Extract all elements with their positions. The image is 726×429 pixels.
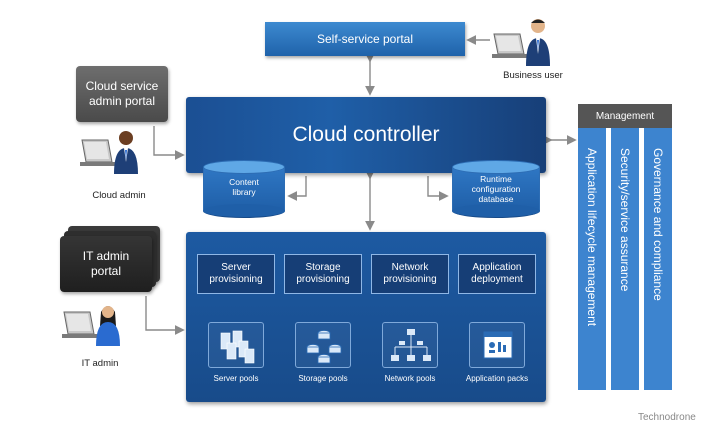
it-admin-portal-line1: IT admin [82,249,130,263]
management-header[interactable]: Management [578,104,672,128]
server-pool-icon [208,322,264,368]
lifecycle-management-label: Application lifecycle management [585,148,599,327]
watermark: Technodrone [638,412,696,423]
runtime-db-line3: database [478,194,514,204]
management-column-lifecycle[interactable]: Application lifecycle management [578,128,606,390]
content-library-line1: Content [229,177,259,187]
self-service-portal-label: Self-service portal [316,32,414,46]
storage-pool-icon [295,322,351,368]
runtime-configuration-database[interactable]: Runtime configuration database [452,160,540,218]
content-library-database[interactable]: Content library [203,160,285,218]
server-pools-label: Server pools [213,374,259,383]
self-service-portal[interactable]: Self-service portal [265,22,465,56]
management-column-governance[interactable]: Governance and compliance [644,128,672,390]
runtime-db-line2: configuration [471,184,521,194]
it-admin-portal[interactable]: IT admin portal [60,226,160,296]
csa-portal-line1: Cloud service [85,79,159,93]
network-pool-icon [382,322,438,368]
security-assurance-label: Security/service assurance [618,148,632,292]
it-admin-caption: IT admin [81,358,119,369]
application-pack-icon [469,322,525,368]
management-title: Management [595,110,655,122]
server-provisioning-box[interactable]: Server provisioning [197,254,275,294]
network-provisioning-box[interactable]: Network provisioning [371,254,449,294]
cloud-admin-icon [80,131,138,174]
storage-prov-line1: Storage [305,262,341,273]
content-library-line2: library [232,187,256,197]
cloud-admin-caption: Cloud admin [92,190,146,201]
cloud-service-admin-portal[interactable]: Cloud service admin portal [76,66,168,122]
application-packs-label: Application packs [465,374,529,383]
network-pools-label: Network pools [384,374,436,383]
business-user-caption: Business user [503,70,563,81]
it-admin-portal-line2: portal [90,264,122,278]
it-admin-icon [62,306,120,346]
storage-pools-label: Storage pools [298,374,348,383]
governance-compliance-label: Governance and compliance [651,148,665,301]
server-prov-line2: provisioning [209,274,263,285]
csa-portal-line2: admin portal [88,94,156,108]
server-prov-line1: Server [221,262,251,273]
app-deploy-line2: deployment [471,274,523,285]
storage-provisioning-box[interactable]: Storage provisioning [284,254,362,294]
application-deployment-box[interactable]: Application deployment [458,254,536,294]
network-prov-line1: Network [391,262,429,273]
management-column-security[interactable]: Security/service assurance [611,128,639,390]
business-user-icon [492,19,550,66]
network-prov-line2: provisioning [383,274,437,285]
app-deploy-line1: Application [472,262,522,273]
runtime-db-line1: Runtime [480,174,512,184]
cloud-controller-title: Cloud controller [292,123,440,146]
storage-prov-line2: provisioning [296,274,350,285]
